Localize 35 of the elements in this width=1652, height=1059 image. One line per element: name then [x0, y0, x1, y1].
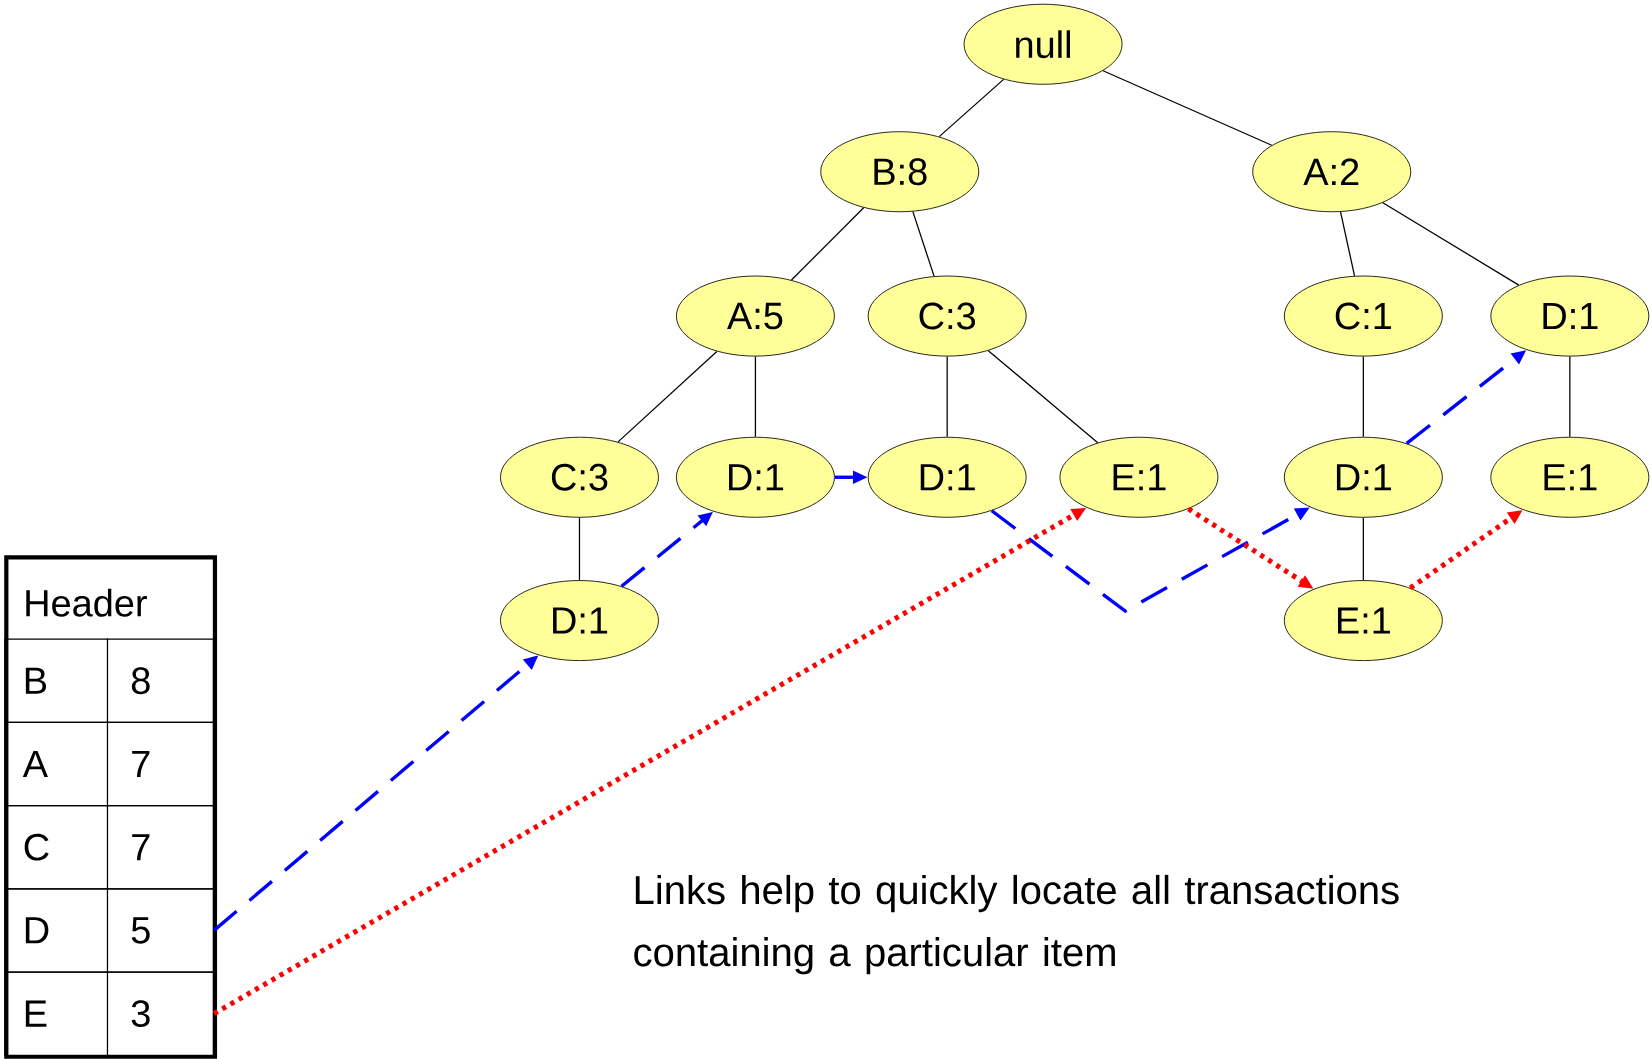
tree-edge	[578, 517, 581, 581]
tree-node: D:1	[500, 580, 659, 662]
tree-node: A:5	[676, 275, 835, 357]
tree-node: D:1	[1490, 275, 1650, 357]
tree-edge	[1569, 355, 1571, 438]
tree-edge	[754, 355, 757, 438]
tree-edge	[912, 211, 935, 277]
table-row: B 8	[4, 637, 215, 724]
tree-node: C:3	[867, 275, 1027, 357]
tree-edge	[987, 350, 1099, 444]
tree-node: D:1	[1283, 436, 1443, 518]
tree-edge	[1362, 355, 1364, 438]
tree-node: E:1	[1059, 436, 1219, 518]
tree-edge	[790, 207, 865, 281]
tree-node: null	[963, 3, 1123, 85]
table-row: C 7	[4, 804, 215, 891]
tree-edge	[1362, 517, 1364, 581]
table-row: D 5	[4, 887, 215, 974]
tree-node: E:1	[1283, 580, 1443, 662]
tree-edge	[1339, 211, 1356, 277]
caption-text: Links help to quickly locate all transactions containing a particular item	[634, 874, 1399, 975]
tree-edge	[1102, 70, 1273, 146]
tree-edge	[938, 78, 1005, 138]
tree-edge	[617, 350, 718, 443]
tree-edge	[946, 355, 948, 438]
tree-edge	[1382, 202, 1520, 286]
table-row: E 3	[4, 970, 215, 1057]
tree-node: A:2	[1252, 131, 1412, 213]
tree-node: E:1	[1490, 436, 1650, 518]
tree-node: D:1	[676, 436, 835, 518]
tree-node: D:1	[867, 436, 1027, 518]
table-row: A 7	[4, 721, 215, 807]
tree-node: B:8	[820, 131, 980, 213]
tree-node: C:3	[500, 436, 659, 518]
tree-node: C:1	[1283, 275, 1443, 357]
